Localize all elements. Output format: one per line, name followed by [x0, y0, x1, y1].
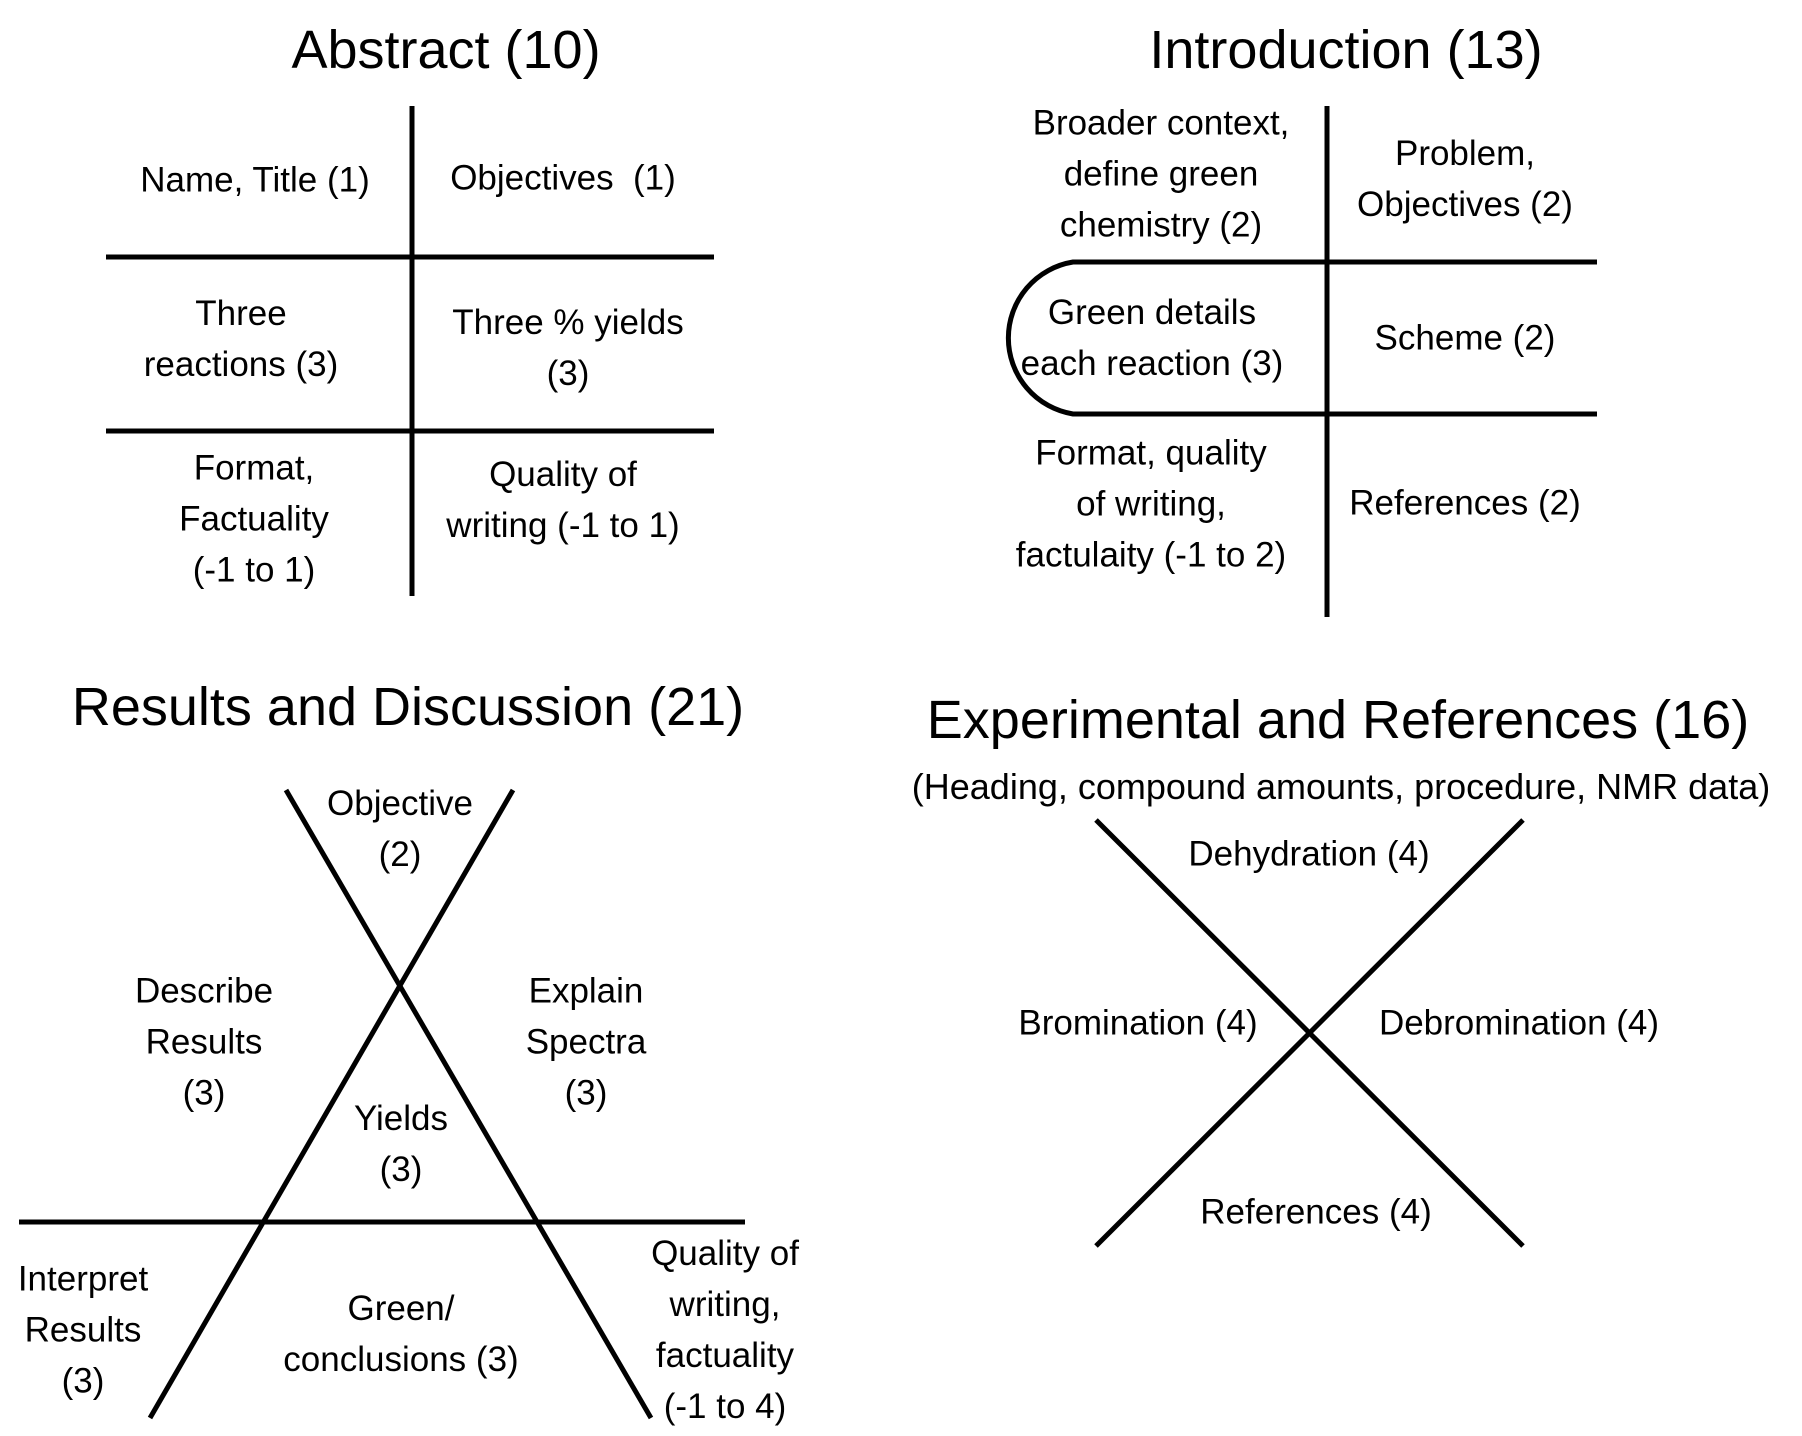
results-quality-factuality-cell: Quality of writing, factuality (-1 to 4): [651, 1234, 799, 1426]
abstract-quality-writing-cell: Quality of writing (-1 to 1): [446, 455, 680, 545]
results-green-conclusions-cell: Green/ conclusions (3): [283, 1289, 519, 1379]
results-yields-cell: Yields (3): [353, 1099, 449, 1189]
experimental-bromination-cell: Bromination (4): [1018, 1003, 1258, 1043]
results-left-diagonal: [283, 788, 654, 1420]
results-right-diagonal: [147, 788, 516, 1420]
abstract-three-reactions-cell: Three reactions (3): [143, 294, 339, 384]
intro-references-cell: References (2): [1349, 483, 1581, 523]
abstract-title: Abstract (10): [291, 20, 601, 80]
results-objective-cell: Objective (2): [327, 784, 473, 874]
intro-broader-context-cell: Broader context, define green chemistry …: [1032, 103, 1290, 245]
experimental-subtitle: (Heading, compound amounts, procedure, N…: [911, 766, 1771, 807]
abstract-three-yields-cell: Three % yields (3): [452, 303, 684, 393]
intro-rounded-bracket: [1005, 259, 1597, 417]
experimental-title: Experimental and References (16): [926, 690, 1750, 750]
results-interpret-results-cell: Interpret Results (3): [17, 1259, 149, 1401]
experimental-debromination-cell: Debromination (4): [1378, 1003, 1660, 1043]
results-title: Results and Discussion (21): [71, 677, 745, 737]
abstract-objectives-cell: Objectives (1): [450, 158, 676, 198]
experimental-references-cell: References (4): [1200, 1192, 1432, 1232]
experimental-diagonal-2: [1094, 818, 1525, 1248]
experimental-dehydration-cell: Dehydration (4): [1188, 834, 1430, 874]
introduction-title: Introduction (13): [1149, 20, 1543, 80]
results-describe-results-cell: Describe Results (3): [134, 971, 274, 1113]
results-explain-spectra-cell: Explain Spectra (3): [525, 971, 647, 1113]
abstract-format-factuality-cell: Format, Factuality (-1 to 1): [179, 448, 329, 590]
abstract-name-title-cell: Name, Title (1): [140, 160, 370, 200]
intro-problem-objectives-cell: Problem, Objectives (2): [1357, 134, 1573, 224]
intro-green-details-cell: Green details each reaction (3): [1020, 293, 1284, 383]
intro-scheme-cell: Scheme (2): [1374, 318, 1556, 358]
intro-format-quality-cell: Format, quality of writing, factulaity (…: [1015, 433, 1287, 575]
